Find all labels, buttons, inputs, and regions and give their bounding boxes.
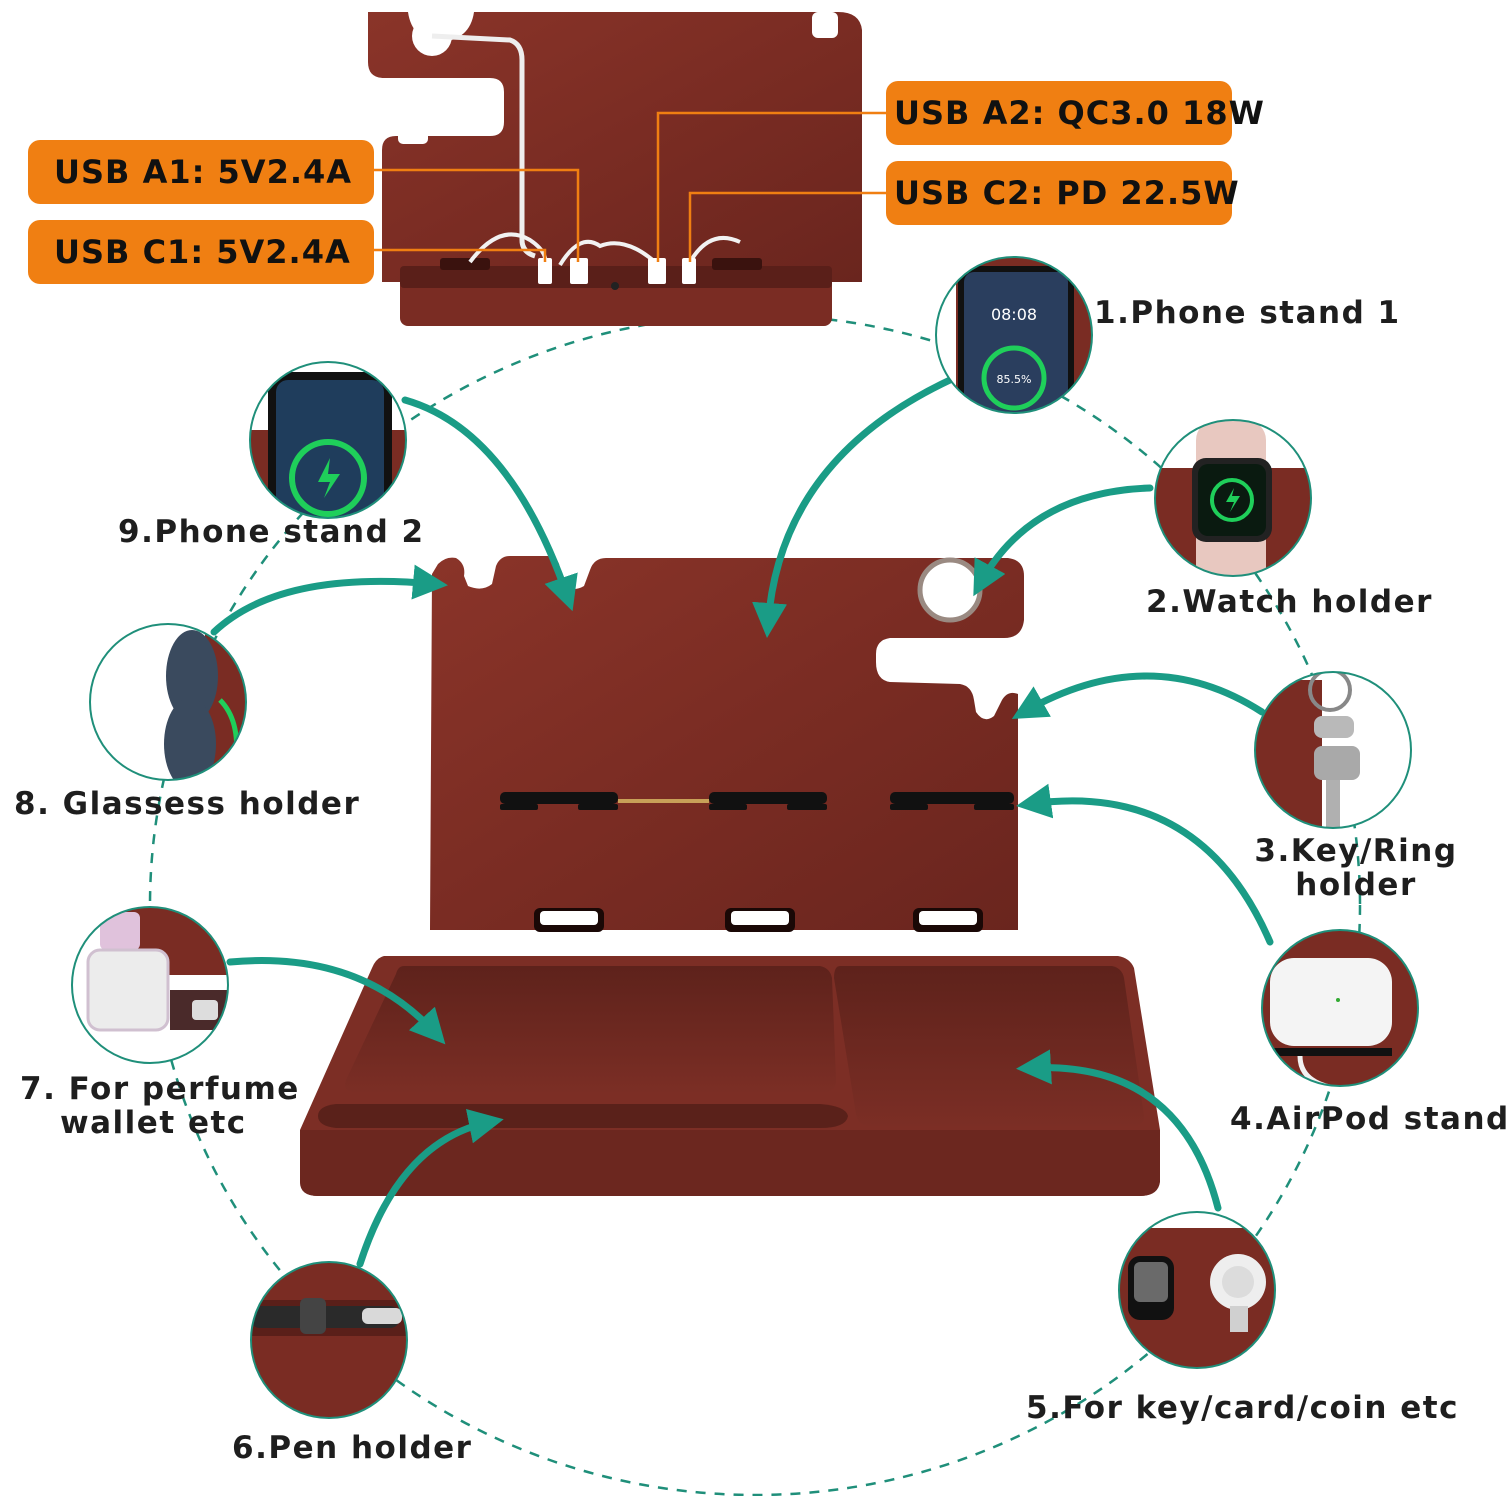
phone-battery: 85.5%: [997, 373, 1032, 386]
feature-label-pen-holder: 6.Pen holder: [232, 1430, 473, 1466]
main-back-panel: [430, 556, 1024, 930]
feature-label-phone-stand-2: 9.Phone stand 2: [118, 514, 425, 550]
feature-label-perfume-line1: 7. For perfume: [20, 1071, 300, 1107]
usb-a1-label: USB A1: 5V2.4A: [28, 140, 374, 204]
circle-key-card-coin: [1118, 1211, 1276, 1369]
feature-label-key-card-coin: 5.For key/card/coin etc: [1026, 1390, 1459, 1426]
feature-label-key-ring-line1: 3.Key/Ring: [1254, 833, 1458, 869]
circle-key-ring-holder: [1254, 671, 1412, 829]
feature-label-airpod-stand: 4.AirPod stand: [1230, 1101, 1510, 1137]
feature-label-perfume-line2: wallet etc: [60, 1105, 247, 1141]
usb-c2-label: USB C2: PD 22.5W: [886, 161, 1239, 225]
main-product-image: [300, 556, 1160, 1196]
feature-label-perfume-wallet: 7. For perfume wallet etc: [20, 1072, 300, 1140]
phone-time: 08:08: [991, 305, 1037, 324]
usb-a2-label: USB A2: QC3.0 18W: [886, 81, 1264, 145]
feature-label-watch-holder: 2.Watch holder: [1146, 584, 1433, 620]
pointer-arrows: [210, 376, 1274, 1268]
circle-phone-stand-1: [935, 256, 1093, 414]
circle-pen-holder: [250, 1261, 408, 1419]
top-back-panel: [368, 12, 862, 282]
feature-label-phone-stand-1: 1.Phone stand 1: [1094, 295, 1401, 331]
feature-label-key-ring-holder: 3.Key/Ring holder: [1248, 834, 1464, 902]
feature-label-glasses-holder: 8. Glassess holder: [14, 786, 361, 822]
top-product-image: [368, 12, 886, 326]
feature-label-key-ring-line2: holder: [1295, 867, 1417, 903]
circle-airpod-stand: [1261, 929, 1419, 1087]
usb-c1-label: USB C1: 5V2.4A: [28, 220, 374, 284]
circle-phone-stand-2: [249, 361, 407, 519]
circle-glasses-holder: [89, 623, 247, 781]
circle-perfume-wallet: [71, 906, 229, 1064]
circle-watch-holder: [1154, 419, 1312, 577]
